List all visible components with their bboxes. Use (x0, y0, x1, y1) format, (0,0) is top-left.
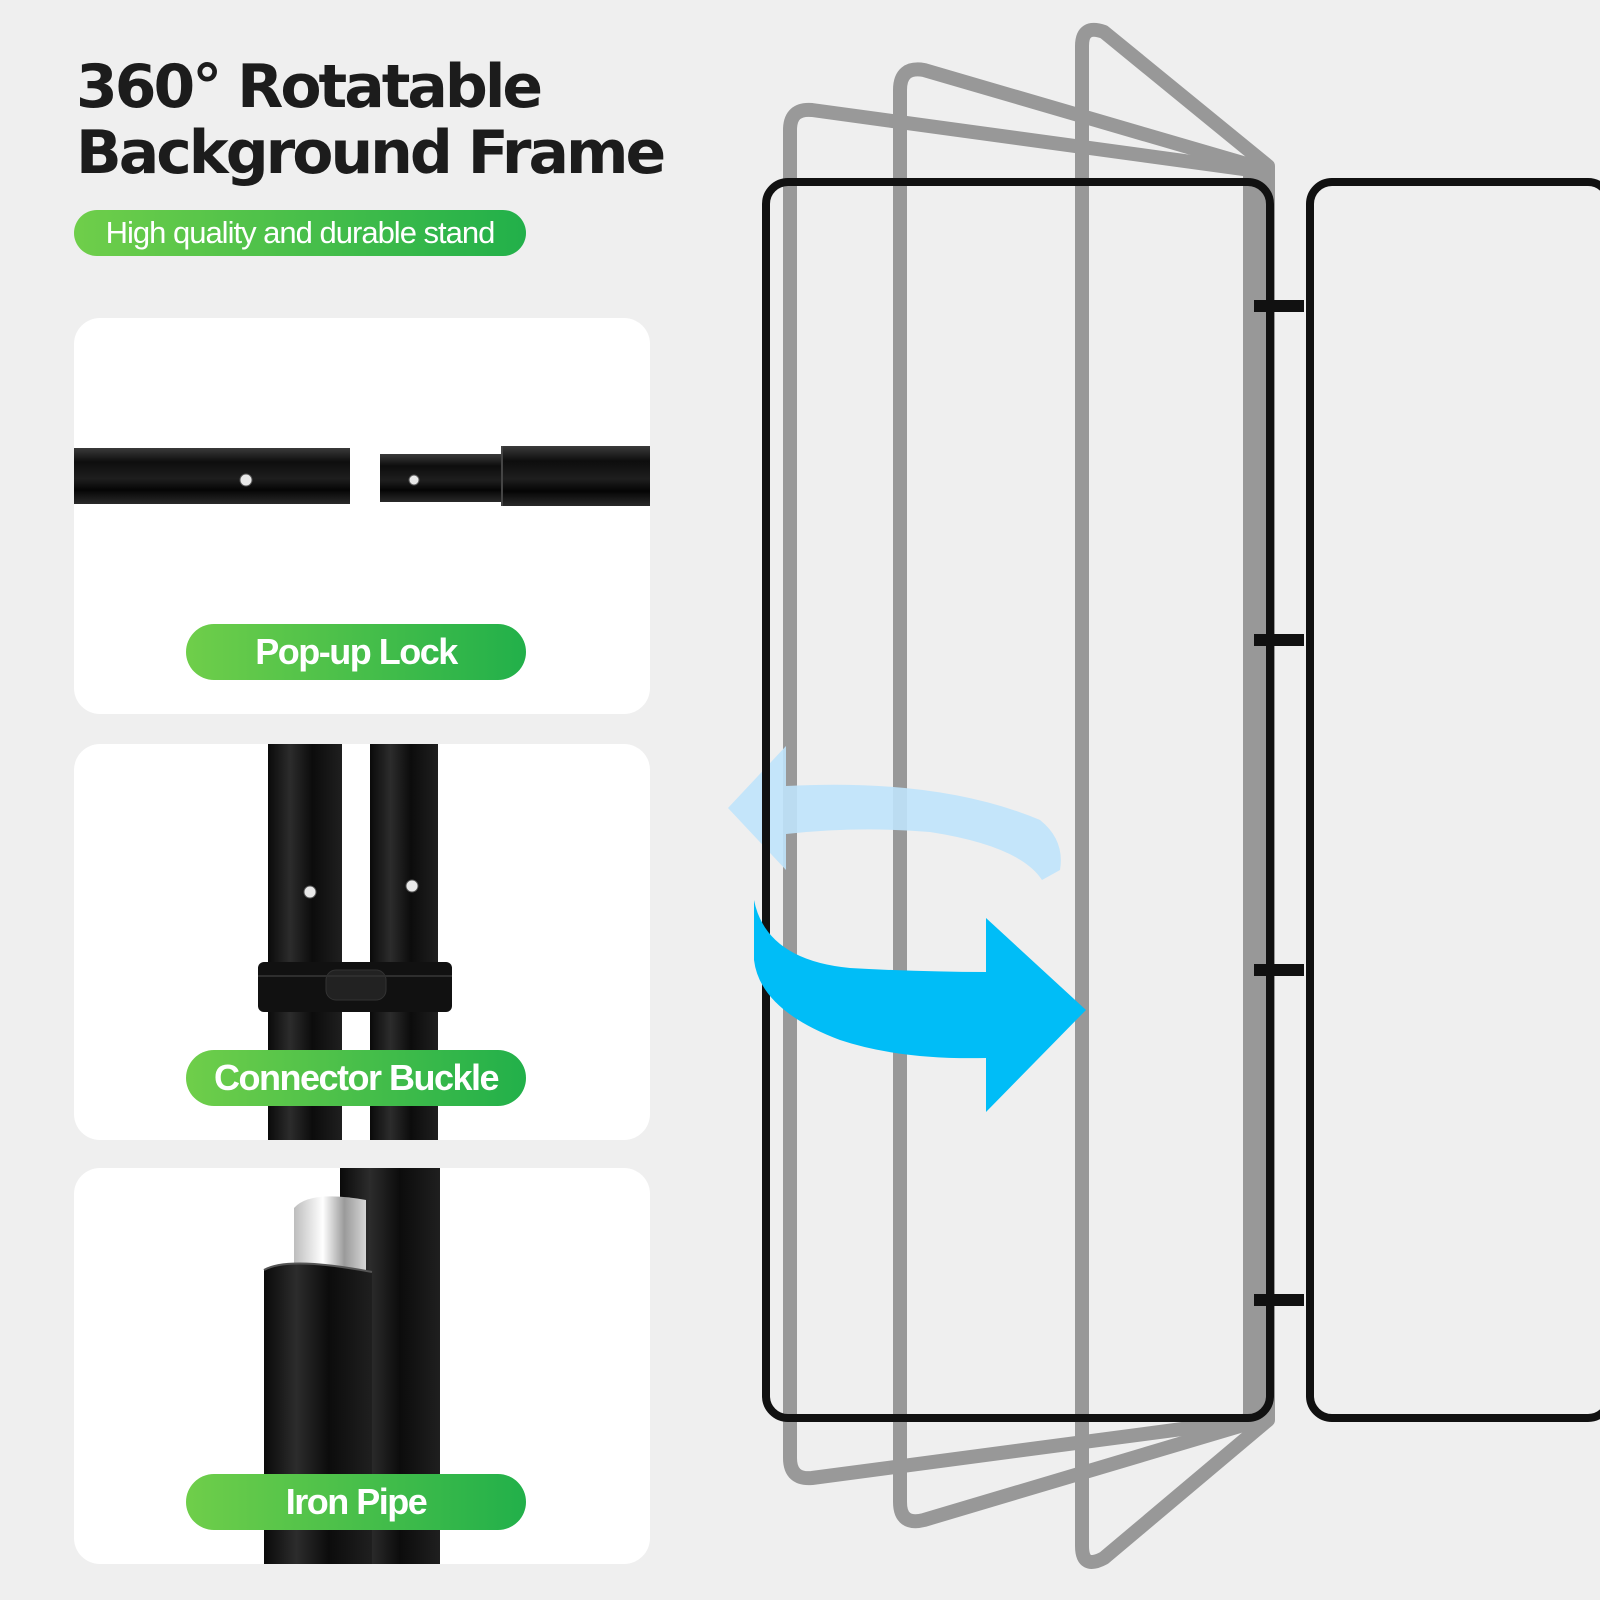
rotate-left-arrow-icon (728, 746, 1061, 880)
page-title: 360° Rotatable Background Frame (76, 52, 666, 188)
rotate-right-arrow-icon (754, 900, 1086, 1112)
title-line-1: 360° Rotatable (76, 52, 543, 122)
right-frame (1306, 178, 1600, 1422)
ghost-frame-3 (1075, 22, 1275, 1569)
feature-label: Iron Pipe (186, 1474, 526, 1530)
feature-label: Connector Buckle (186, 1050, 526, 1106)
front-frame (762, 178, 1274, 1422)
title-line-2: Background Frame (76, 118, 666, 188)
feature-card-iron-pipe: Iron Pipe (74, 1168, 650, 1564)
pop-up-lock-image (74, 446, 650, 506)
subtitle-badge: High quality and durable stand (74, 210, 526, 256)
feature-card-pop-up-lock: Pop-up Lock (74, 318, 650, 714)
feature-label: Pop-up Lock (186, 624, 526, 680)
rotating-frame-illustration (728, 22, 1600, 1569)
feature-card-connector-buckle: Connector Buckle (74, 744, 650, 1140)
